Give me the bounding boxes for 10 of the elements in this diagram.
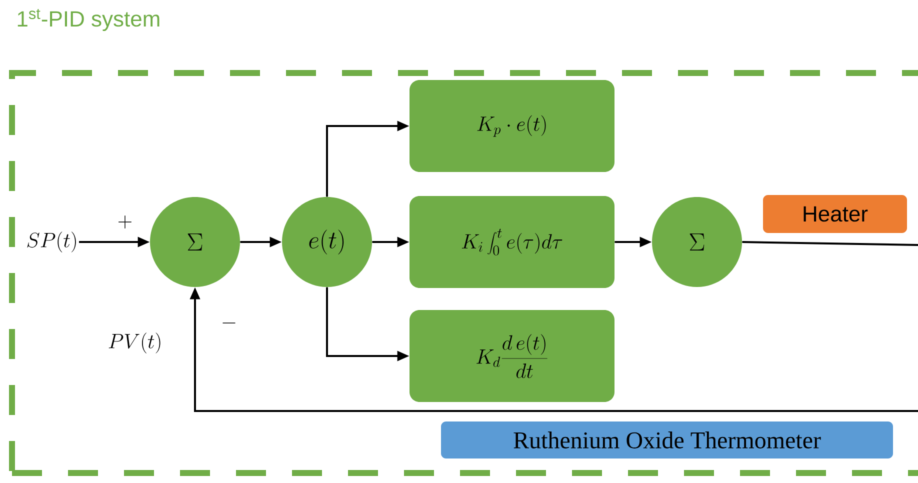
sign-label: $+$ xyxy=(118,216,132,229)
gain-box: $K_i \int_0^t e(\tau) d\tau$ xyxy=(410,196,614,288)
sign-label: $PV(t)$ xyxy=(108,332,160,354)
signal-label: $SP(t)$ xyxy=(27,232,76,252)
gain-box: $K_p \cdot e(t)$ xyxy=(410,80,614,172)
title: 1$^{st}$-PID system xyxy=(18,8,160,32)
sensor-box: Ruthenium Oxide Thermometer xyxy=(441,422,893,458)
gain-box: $K_d \frac{d\,e(t)}{dt}$ xyxy=(410,310,614,402)
heater-box: Heater xyxy=(763,195,907,233)
sign-label: $-$ xyxy=(222,322,236,324)
